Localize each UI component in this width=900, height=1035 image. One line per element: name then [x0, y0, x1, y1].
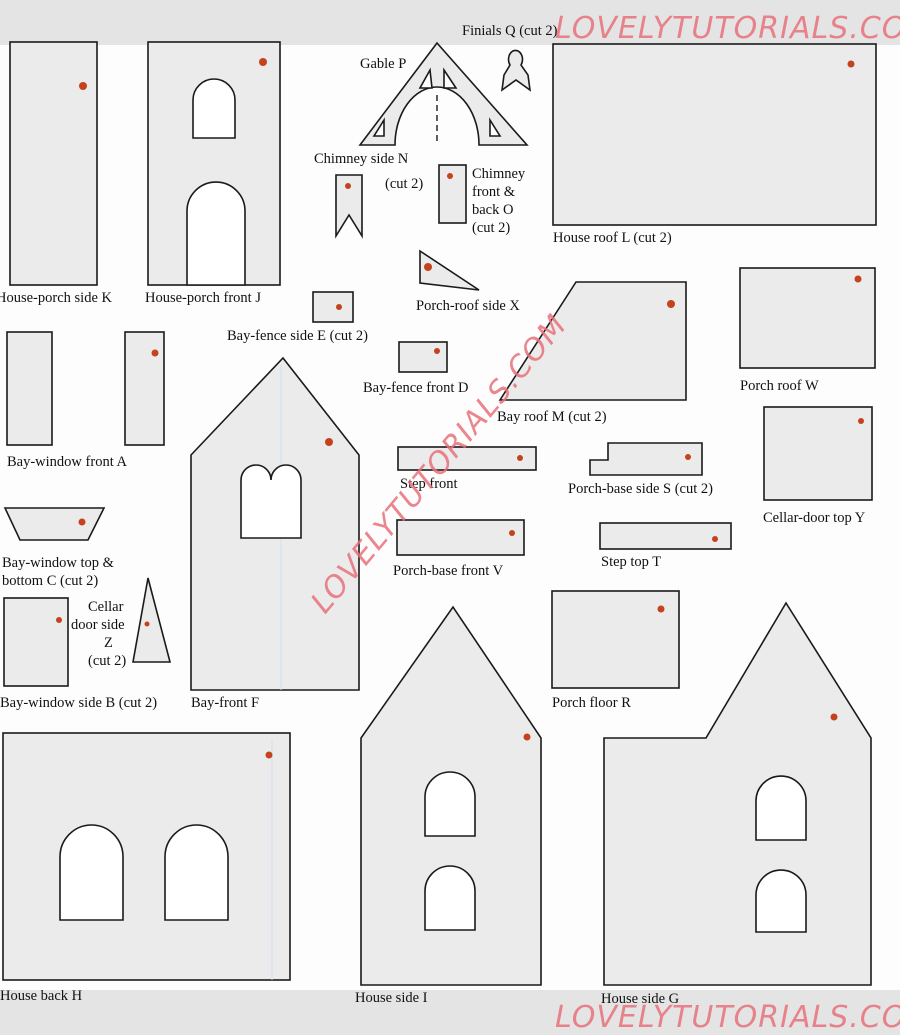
label-c-2: bottom C (cut 2) [2, 573, 98, 589]
piece-v: Porch-base front V [393, 519, 525, 579]
piece-s: Porch-base side S (cut 2) [568, 442, 713, 497]
label-w: Porch roof W [740, 378, 819, 394]
top-band [0, 0, 900, 45]
label-c-1: Bay-window top & [2, 555, 115, 571]
label-n: Chimney side N [314, 151, 409, 167]
piece-w: Porch roof W [739, 267, 876, 394]
piece-f: Bay-front F [190, 356, 360, 711]
label-o-3: back O [472, 202, 513, 218]
label-o-1: Chimney [472, 166, 526, 182]
piece-q-finial: Finials Q (cut 2) [462, 23, 558, 92]
label-z-3: Z [104, 635, 113, 651]
piece-p-gable: Gable P [358, 41, 529, 146]
label-step-front: Step front [400, 476, 458, 492]
label-z-4: (cut 2) [88, 653, 126, 669]
piece-t: Step top T [599, 522, 732, 570]
label-t: Step top T [601, 554, 661, 570]
label-p: Gable P [360, 56, 406, 72]
label-i: House side I [355, 990, 428, 1006]
label-f: Bay-front F [191, 695, 259, 711]
label-j: House-porch front J [145, 290, 261, 306]
watermark-top: LOVELYTUTORIALS.COM [555, 11, 900, 46]
piece-n: Chimney side N (cut 2) [314, 151, 423, 239]
label-v: Porch-base front V [393, 563, 504, 579]
piece-step-front: Step front [397, 446, 537, 492]
piece-m: Bay roof M (cut 2) [497, 281, 687, 425]
label-b: Bay-window side B (cut 2) [0, 695, 157, 711]
watermark-bottom: LOVELYTUTORIALS.COM [555, 1000, 900, 1035]
piece-e: Bay-fence side E (cut 2) [227, 291, 368, 344]
label-o-2: front & [472, 184, 516, 200]
piece-i: House side I [355, 605, 542, 1006]
piece-h: House back H [0, 732, 291, 1004]
label-l: House roof L (cut 2) [553, 230, 672, 246]
label-g: House side G [601, 991, 680, 1007]
label-d: Bay-fence front D [363, 380, 468, 396]
piece-a: Bay-window front A [6, 331, 165, 470]
piece-x: Porch-roof side X [416, 249, 520, 314]
piece-c: Bay-window top & bottom C (cut 2) [2, 507, 115, 589]
label-n-cut: (cut 2) [385, 176, 423, 192]
piece-g: House side G [601, 601, 872, 1007]
label-q: Finials Q (cut 2) [462, 23, 558, 39]
label-z-2: door side [71, 617, 125, 633]
label-a: Bay-window front A [7, 454, 128, 470]
piece-d: Bay-fence front D [363, 341, 468, 396]
label-m: Bay roof M (cut 2) [497, 409, 607, 425]
piece-k: House-porch side K [0, 41, 113, 306]
label-o-4: (cut 2) [472, 220, 510, 236]
label-r: Porch floor R [552, 695, 631, 711]
label-z-1: Cellar [88, 599, 124, 615]
piece-o: Chimney front & back O (cut 2) [438, 164, 526, 236]
label-s: Porch-base side S (cut 2) [568, 481, 713, 497]
piece-z: Cellar door side Z (cut 2) [71, 577, 172, 669]
piece-j: House-porch front J [145, 41, 281, 306]
label-k: House-porch side K [0, 290, 113, 306]
label-y: Cellar-door top Y [763, 510, 866, 526]
piece-r: Porch floor R [551, 590, 680, 711]
bottom-band [0, 990, 900, 1035]
piece-l: House roof L (cut 2) [552, 43, 877, 246]
label-x: Porch-roof side X [416, 298, 520, 314]
piece-y: Cellar-door top Y [763, 406, 873, 526]
label-h: House back H [0, 988, 83, 1004]
label-e: Bay-fence side E (cut 2) [227, 328, 368, 344]
piece-b: Bay-window side B (cut 2) [0, 597, 157, 711]
